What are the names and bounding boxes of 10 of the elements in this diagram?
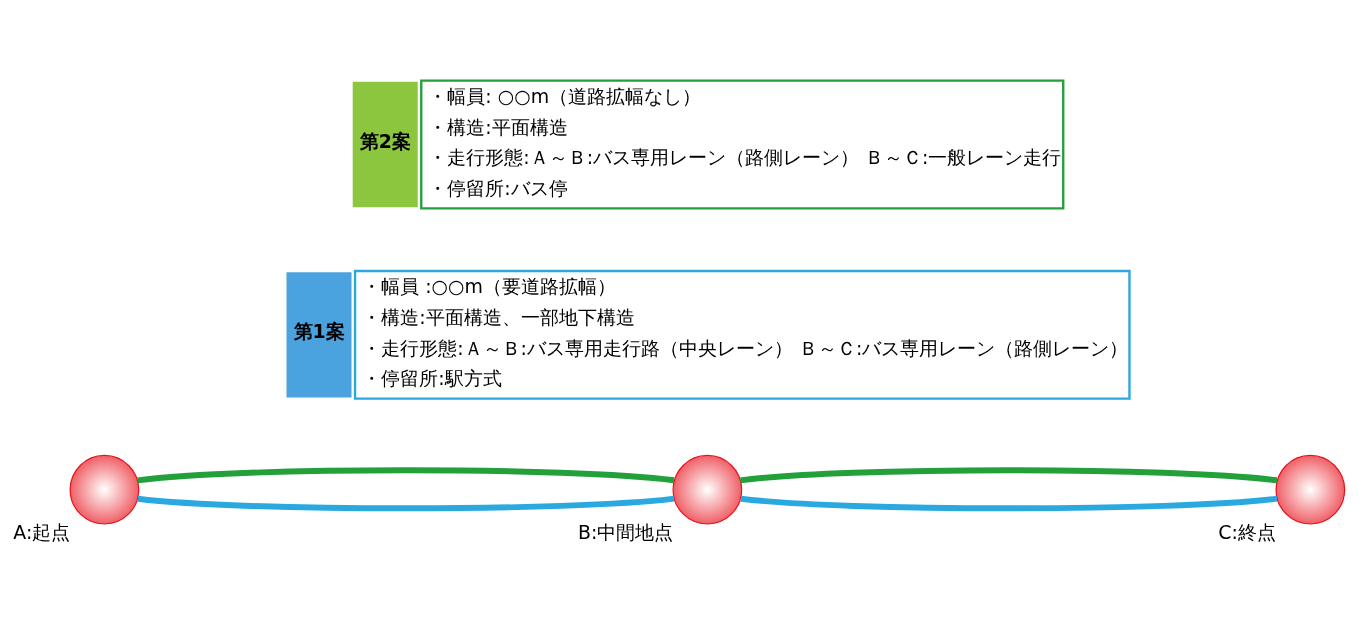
connector: [740, 467, 1278, 484]
node-label: A:起点: [13, 521, 71, 544]
node-circle: [672, 454, 743, 525]
node-circle: [1275, 454, 1346, 525]
node-label: B:中間地点: [578, 521, 674, 544]
node-circle: [69, 454, 140, 525]
connector: [137, 495, 675, 512]
connector: [137, 467, 675, 484]
connector: [740, 495, 1278, 512]
node-label: C:終点: [1218, 521, 1276, 544]
